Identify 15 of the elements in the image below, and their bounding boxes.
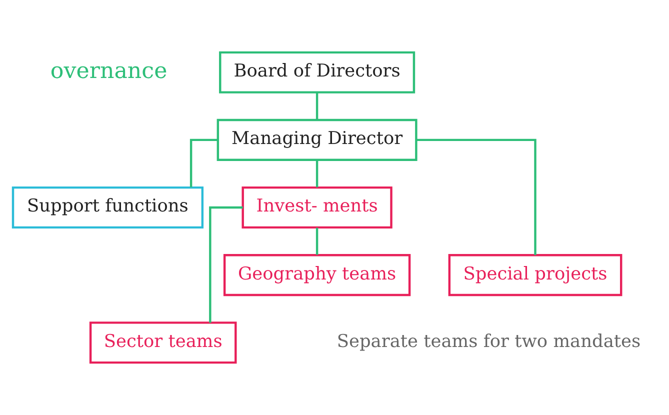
node-box: Sector teams <box>89 322 237 364</box>
connector <box>190 138 218 188</box>
node-box: Board of Directors <box>219 51 416 94</box>
node-box: Special projects <box>448 254 622 296</box>
connector <box>316 160 318 188</box>
connector <box>416 138 536 256</box>
connector <box>316 228 318 255</box>
label: Separate teams for two mandates <box>336 332 641 352</box>
connector <box>209 206 243 323</box>
node-box: Support functions <box>12 186 204 229</box>
node-box: Geography teams <box>223 254 411 296</box>
connector <box>316 92 318 120</box>
node-box: Managing Director <box>216 118 418 161</box>
label: overnance <box>50 58 168 84</box>
node-box: Invest- ments <box>242 186 392 229</box>
